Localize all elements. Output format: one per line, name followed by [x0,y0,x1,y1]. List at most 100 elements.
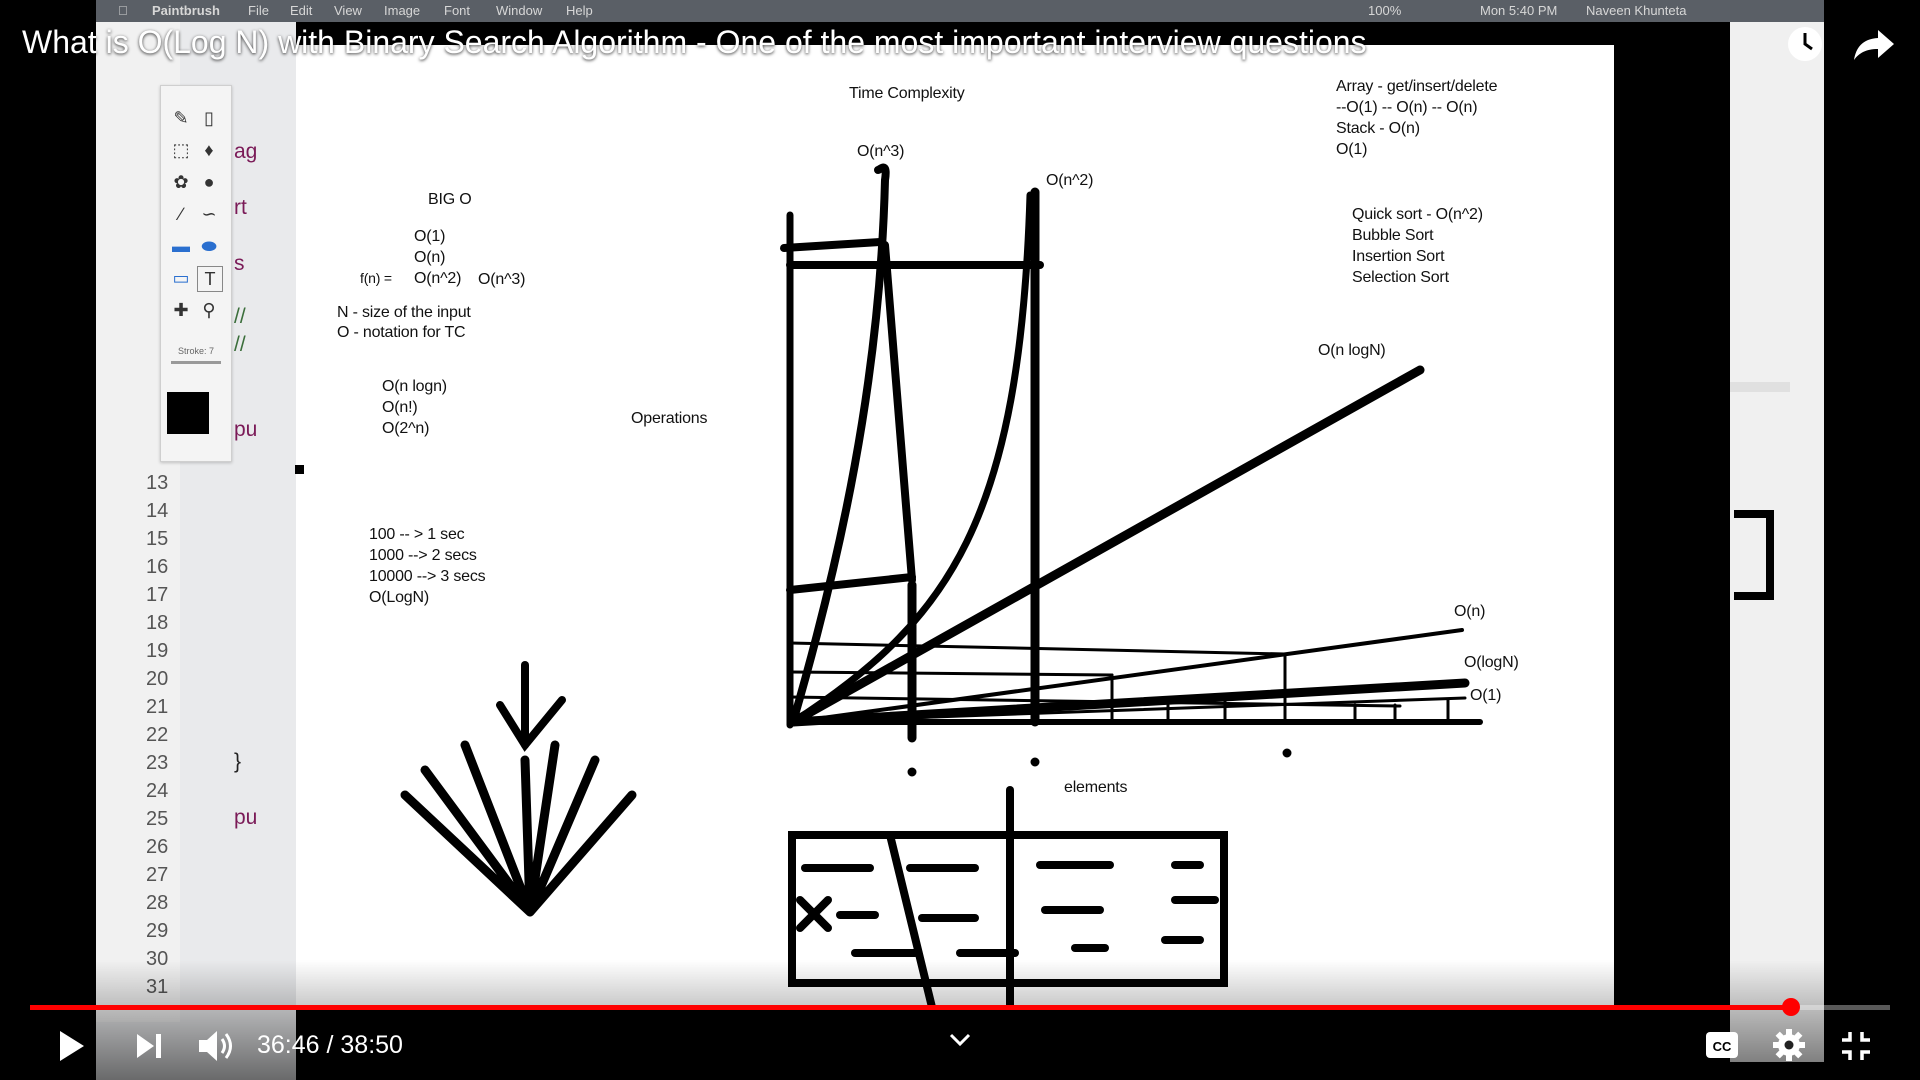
brush-icon[interactable]: ✎ [173,108,189,128]
big-o-item: O(n^2) [414,270,462,287]
curve-label-nlogn: O(n logN) [1318,342,1386,359]
line-number: 17 [146,584,169,606]
controls-gradient [0,960,1920,1080]
line-number: 27 [146,864,169,886]
line-number: 25 [146,808,169,830]
zoom-icon[interactable]: ⚲ [202,300,216,320]
bracket-mark [1734,510,1774,600]
array-note: Stack - O(n) [1336,120,1420,137]
big-o-item: O(n) [414,249,446,266]
curve-icon[interactable]: ∽ [201,204,217,224]
eraser-icon[interactable]: ▯ [204,108,214,128]
complexity-item: O(2^n) [382,420,430,437]
menu-file[interactable]: File [248,3,269,18]
menu-edit[interactable]: Edit [290,3,313,18]
menubar-user: Naveen Khunteta [1586,3,1687,18]
eyedropper-icon[interactable]: ✚ [173,300,189,320]
line-number: 22 [146,724,169,746]
code-fragment: } [234,750,242,773]
time-complexity-label: Time Complexity [849,85,965,102]
chevron-down-icon[interactable] [948,1032,972,1048]
ellipse-icon[interactable]: ⬬ [201,236,217,256]
progress-played [30,1005,1791,1010]
right-background-window [1730,22,1824,1062]
paint-canvas[interactable] [296,45,1614,1010]
code-fragment: pu [234,806,258,829]
watch-later-icon[interactable] [1785,24,1825,64]
code-fragment: s [234,252,245,275]
play-icon[interactable] [56,1029,88,1063]
volume-icon[interactable] [196,1027,236,1065]
rectangle-icon[interactable]: ▬ [172,236,190,256]
sort-note: Insertion Sort [1352,248,1445,265]
complexity-item: O(n!) [382,399,418,416]
line-number: 24 [146,780,169,802]
line-number: 19 [146,640,169,662]
line-number: 13 [146,472,169,494]
code-fragment: pu [234,418,258,441]
code-fragment: ag [234,140,258,163]
share-icon[interactable] [1852,24,1896,64]
code-fragment: // [234,305,246,328]
array-note: Array - get/insert/delete [1336,78,1498,95]
sort-note: Bubble Sort [1352,227,1434,244]
menu-app-name[interactable]: Paintbrush [152,3,220,18]
line-number: 23 [146,752,169,774]
elements-axis-label: elements [1064,779,1128,796]
divider [1730,382,1790,392]
menu-help[interactable]: Help [566,3,593,18]
timing-item: 100 -- > 1 sec [369,526,465,543]
big-o-item: O(1) [414,228,446,245]
svg-text:CC: CC [1713,1039,1732,1054]
big-o-item: O(n^3) [478,271,526,288]
array-note: --O(1) -- O(n) -- O(n) [1336,99,1478,116]
spray-icon[interactable]: ● [203,172,215,192]
complexity-item: O(n logn) [382,378,447,395]
line-icon[interactable]: ∕ [179,204,183,224]
line-number: 20 [146,668,169,690]
time-display: 36:46 / 38:50 [257,1031,403,1059]
sort-note: Quick sort - O(n^2) [1352,206,1483,223]
stroke-slider[interactable] [171,361,221,364]
curve-label-n: O(n) [1454,603,1486,620]
f-of-n-label: f(n) = [360,270,392,286]
code-fragment: rt [234,196,247,219]
menu-window[interactable]: Window [496,3,543,18]
rounded-rect-icon[interactable]: ▭ [172,268,190,288]
line-number: 15 [146,528,169,550]
mac-menubar:  Paintbrush File Edit View Image Font W… [96,0,1824,22]
line-number: 21 [146,696,169,718]
menu-image[interactable]: Image [384,3,421,18]
timing-item: 1000 --> 2 secs [369,547,477,564]
sort-note: Selection Sort [1352,269,1449,286]
apple-icon[interactable]:  [118,3,128,18]
o-definition: O - notation for TC [337,324,466,341]
captions-icon[interactable]: CC [1705,1031,1739,1059]
array-note: O(1) [1336,141,1368,158]
code-fragment: // [234,333,246,356]
exit-fullscreen-icon[interactable] [1840,1030,1872,1062]
video-title[interactable]: What is O(Log N) with Binary Search Algo… [22,24,1367,60]
timing-item: 10000 --> 3 secs [369,568,486,585]
next-video-icon[interactable] [134,1031,164,1061]
progress-scrubber[interactable] [1782,998,1800,1016]
color-swatch[interactable] [167,392,209,434]
menubar-clock: Mon 5:40 PM [1480,3,1558,18]
big-o-heading: BIG O [428,191,472,208]
menu-view[interactable]: View [334,3,362,18]
lasso-icon[interactable]: ✿ [173,172,189,192]
curve-label-one: O(1) [1470,687,1502,704]
n-definition: N - size of the input [337,304,471,321]
line-number: 29 [146,920,169,942]
settings-gear-icon[interactable] [1772,1028,1806,1062]
operations-axis-label: Operations [631,410,708,427]
paint-bucket-icon[interactable]: ♦ [204,140,214,160]
curve-label-n3: O(n^3) [857,143,905,160]
menu-font[interactable]: Font [444,3,471,18]
text-tool-icon[interactable]: T [197,266,223,292]
curve-label-logn: O(logN) [1464,654,1519,671]
select-rect-icon[interactable]: ⬚ [172,140,190,160]
curve-label-n2: O(n^2) [1046,172,1094,189]
line-number: 16 [146,556,169,578]
line-number: 26 [146,836,169,858]
